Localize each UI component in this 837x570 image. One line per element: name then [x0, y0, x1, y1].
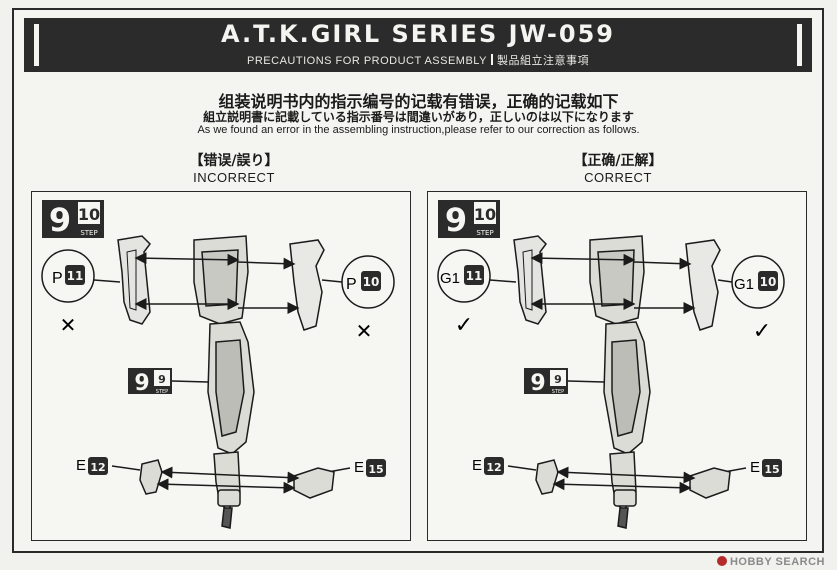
watermark-logo-icon: [716, 556, 727, 566]
incorrect-heading: 【错误/誤り】 INCORRECT: [134, 150, 334, 185]
bottom-right-part: [689, 467, 731, 499]
left-armor-piece: [513, 235, 547, 325]
incorrect-diagram: 9 10 STEP P 11 ✕ P 10 ✕: [41, 200, 395, 529]
mark-left: ✕: [60, 313, 77, 337]
part-right-prefix: P: [346, 276, 357, 293]
right-armor-piece: [685, 239, 721, 331]
correct-heading-cn: 【正确/正解】: [573, 153, 663, 169]
bottom-right-prefix: E: [750, 459, 760, 476]
step-word: STEP: [476, 229, 493, 237]
sub-step-badge: 9 9 STEP: [128, 368, 209, 396]
part-right-prefix: G1: [734, 276, 754, 293]
bottom-left-prefix: E: [76, 457, 86, 474]
correct-heading: 【正确/正解】 CORRECT: [518, 150, 718, 185]
step-badge: 9 10 STEP: [42, 200, 104, 239]
header-right-bar: [797, 24, 802, 66]
bottom-left-number: 12: [90, 461, 105, 474]
sub-step-badge: 9 9 STEP: [524, 368, 605, 396]
header-subtitle-separator: [490, 54, 493, 65]
notice-english: As we found an error in the assembling i…: [197, 124, 640, 136]
sub-step-sub: 9: [158, 373, 166, 386]
left-armor-piece: [117, 235, 151, 325]
incorrect-panel: 9 10 STEP P 11 ✕ P 10 ✕: [31, 191, 411, 541]
right-armor-piece: [289, 239, 325, 331]
bottom-right-part: [293, 467, 335, 499]
header-subtitle: PRECAUTIONS FOR PRODUCT ASSEMBLY 製品組立注意事項: [24, 52, 812, 68]
part-right-number: 10: [760, 275, 777, 289]
notice-chinese: 组装说明书内的指示编号的记载有错误，正确的记载如下: [218, 92, 619, 111]
header-subtitle-jp: 製品組立注意事項: [496, 55, 589, 67]
header-banner: A.T.K.GIRL SERIES JW-059 PRECAUTIONS FOR…: [24, 18, 812, 72]
bottom-right-number: 15: [764, 463, 779, 476]
notice-japanese: 組立説明書に記載している指示番号は間違いがあり，正しいのは以下になります: [203, 110, 634, 124]
bottom-left-prefix: E: [472, 457, 482, 474]
incorrect-heading-cn: 【错误/誤り】: [189, 153, 279, 169]
header-title: A.T.K.GIRL SERIES JW-059: [221, 20, 615, 48]
part-callout-left: [437, 249, 491, 303]
sub-step-sub: 9: [554, 373, 562, 386]
bottom-right-number: 15: [368, 463, 383, 476]
step-number: 9: [49, 201, 71, 239]
bottom-left-number: 12: [486, 461, 501, 474]
watermark-text: HOBBY SEARCH: [729, 556, 825, 568]
mark-left: ✓: [455, 313, 473, 338]
sub-step-word: STEP: [552, 389, 564, 395]
part-left-number: 11: [67, 269, 84, 283]
sub-step-number: 9: [530, 371, 545, 396]
part-right-number: 10: [363, 275, 380, 289]
header-left-bar: [34, 24, 39, 66]
part-left-prefix: G1: [440, 270, 460, 287]
part-left-prefix: P: [52, 270, 63, 287]
part-left-number: 11: [466, 269, 483, 283]
header-subtitle-en: PRECAUTIONS FOR PRODUCT ASSEMBLY: [247, 55, 487, 67]
bottom-left-part: [139, 459, 163, 495]
sub-step-number: 9: [134, 371, 149, 396]
bottom-left-part: [535, 459, 559, 495]
step-number: 9: [445, 201, 467, 239]
bottom-right-prefix: E: [354, 459, 364, 476]
watermark: HOBBY SEARCH: [716, 556, 825, 568]
part-callout-left: [41, 249, 95, 303]
sub-step-word: STEP: [156, 389, 168, 395]
mark-right: ✕: [356, 319, 373, 343]
correct-heading-en: CORRECT: [584, 170, 652, 185]
correct-diagram: 9 10 STEP G1 11 ✓ G1 10 ✓: [437, 200, 785, 529]
step-substep: 10: [474, 205, 496, 224]
correct-panel: 9 10 STEP G1 11 ✓ G1 10 ✓: [427, 191, 807, 541]
step-badge: 9 10 STEP: [438, 200, 500, 239]
incorrect-heading-en: INCORRECT: [193, 170, 275, 185]
step-word: STEP: [80, 229, 97, 237]
step-substep: 10: [78, 205, 100, 224]
mark-right: ✓: [753, 319, 771, 344]
